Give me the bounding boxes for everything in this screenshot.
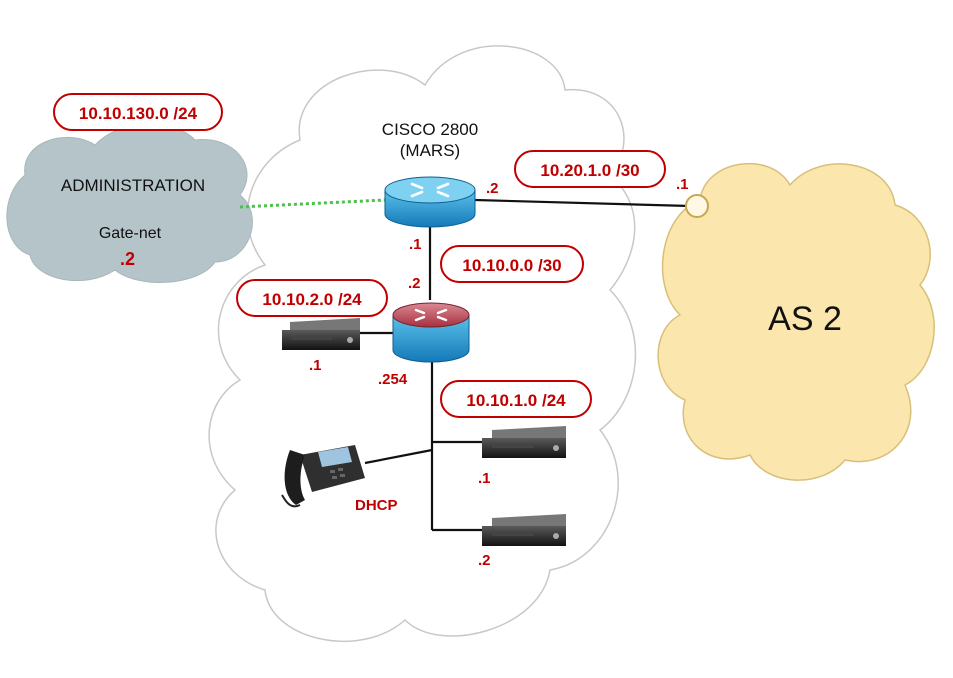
- phone-link: [364, 448, 433, 465]
- router-top-down-ip: .1: [409, 236, 422, 253]
- peer-interface-circle: [685, 194, 709, 218]
- server-left-icon[interactable]: [282, 318, 360, 350]
- server2-ip: .2: [478, 552, 491, 569]
- router-bottom-up-ip: .2: [408, 275, 421, 292]
- router-bottom-icon[interactable]: [392, 302, 470, 363]
- phone-dhcp-label: DHCP: [355, 497, 398, 514]
- gatenet-ip: .2: [120, 249, 136, 269]
- wan-subnet-label: 10.20.1.0 /30: [514, 150, 666, 188]
- gatenet-label: Gate-net: [98, 225, 162, 242]
- admin-subnet-label: 10.10.130.0 /24: [53, 93, 223, 131]
- router-bottom-down-ip: .254: [378, 371, 408, 388]
- as2-cloud: [657, 162, 935, 481]
- admin-link-dotted: [239, 198, 386, 209]
- ip-phone-icon[interactable]: [281, 445, 365, 508]
- core-subnet-label: 10.10.0.0 /30: [440, 245, 584, 283]
- administration-cloud: [6, 123, 253, 283]
- admin-title: ADMINISTRATION: [60, 176, 206, 195]
- lan-left-subnet-label: 10.10.2.0 /24: [236, 279, 388, 317]
- lan-right-subnet-label: 10.10.1.0 /24: [440, 380, 592, 418]
- as2-label: AS 2: [768, 300, 842, 338]
- router-top-icon[interactable]: [384, 176, 476, 228]
- wan-link: [474, 198, 691, 208]
- server-right-1-icon[interactable]: [482, 426, 566, 458]
- peer-ip: .1: [676, 176, 689, 193]
- router-top-wan-ip: .2: [486, 180, 499, 197]
- lan-left-server-ip: .1: [309, 357, 322, 374]
- router-top-name: (MARS): [399, 141, 461, 160]
- router-top-model: CISCO 2800: [381, 120, 479, 139]
- server1-ip: .1: [478, 470, 491, 487]
- server-right-2-icon[interactable]: [482, 514, 566, 546]
